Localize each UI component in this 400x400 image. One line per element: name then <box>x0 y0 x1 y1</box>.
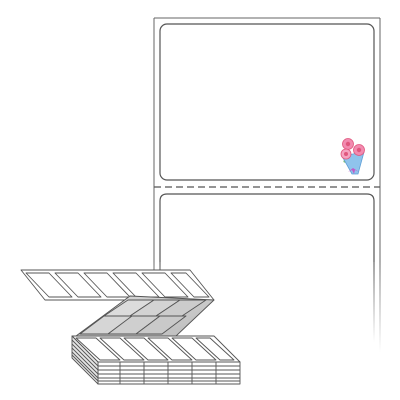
fanfold-middle-fold <box>75 295 215 337</box>
label-liner-strip <box>153 17 381 352</box>
fanfold-stack <box>20 269 241 385</box>
fanfold-top-sheet <box>20 269 215 301</box>
label-2-right-fade <box>373 262 375 342</box>
flower-bouquet-icon <box>340 138 365 175</box>
fanfold-stack-edges <box>71 335 241 385</box>
label-2 <box>159 193 375 262</box>
fanfold-bottom-sheet <box>71 335 241 363</box>
label-1 <box>159 23 375 181</box>
liner-right-fade <box>379 262 381 352</box>
